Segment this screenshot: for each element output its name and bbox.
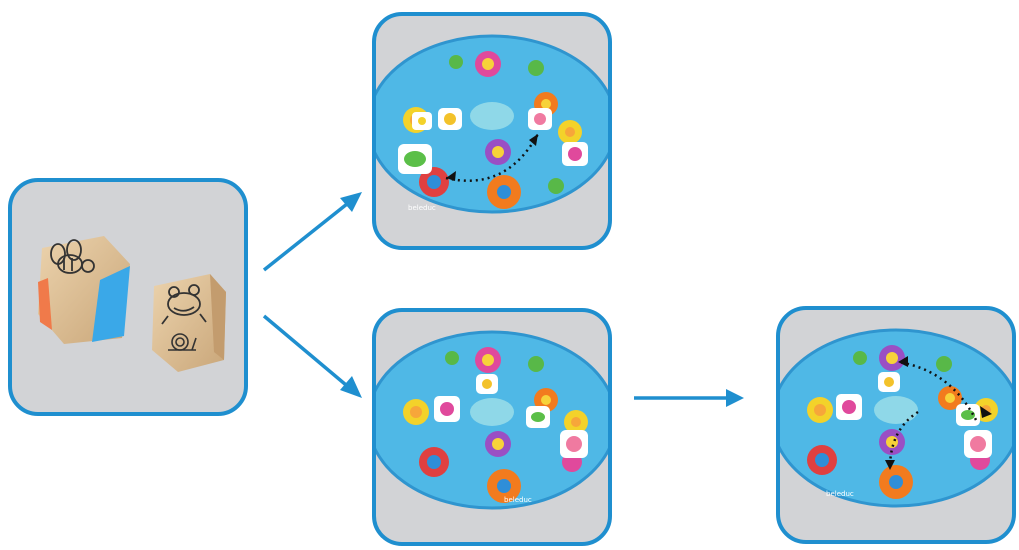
butterfly-icon: [562, 142, 588, 166]
board-panel-start: beleduc: [372, 308, 612, 546]
board-panel-move-two: beleduc: [372, 12, 612, 250]
bee-icon: [438, 108, 462, 130]
board-brand: beleduc: [504, 496, 532, 504]
butterfly-icon: [836, 394, 862, 420]
dice-illustration: [38, 236, 226, 372]
snail-icon: [528, 108, 552, 130]
pond-board: beleduc: [376, 34, 608, 214]
move-path-arrow-down: [888, 410, 919, 469]
snail-icon: [964, 430, 992, 458]
butterfly-icon: [434, 396, 460, 422]
lily-pads: [403, 347, 588, 503]
bee-icon: [878, 372, 900, 392]
die-bee: [38, 236, 130, 344]
frog-icon: [398, 144, 432, 174]
dice-panel: [8, 178, 248, 416]
move-path-arrow: [445, 133, 540, 182]
board-brand: beleduc: [826, 490, 854, 498]
frog-icon: [161, 284, 207, 325]
die-frog: [152, 274, 226, 372]
bee-icon: [476, 374, 498, 394]
move-path-arrow-up: [897, 360, 978, 421]
frog-icon: [526, 406, 550, 428]
snail-icon: [168, 333, 197, 351]
pond-board: beleduc: [780, 328, 1012, 508]
dragonfly-icon: [412, 112, 432, 130]
arrow-to-board-start: [262, 314, 362, 398]
board-brand: beleduc: [408, 204, 436, 212]
arrow-to-move-two: [262, 192, 362, 272]
pond-board: beleduc: [376, 330, 608, 510]
bee-icon: [50, 239, 95, 274]
board-panel-move-three: beleduc: [776, 306, 1016, 544]
snail-icon: [560, 430, 588, 458]
frog-icon: [956, 404, 980, 426]
arrow-to-move-three: [634, 389, 744, 407]
